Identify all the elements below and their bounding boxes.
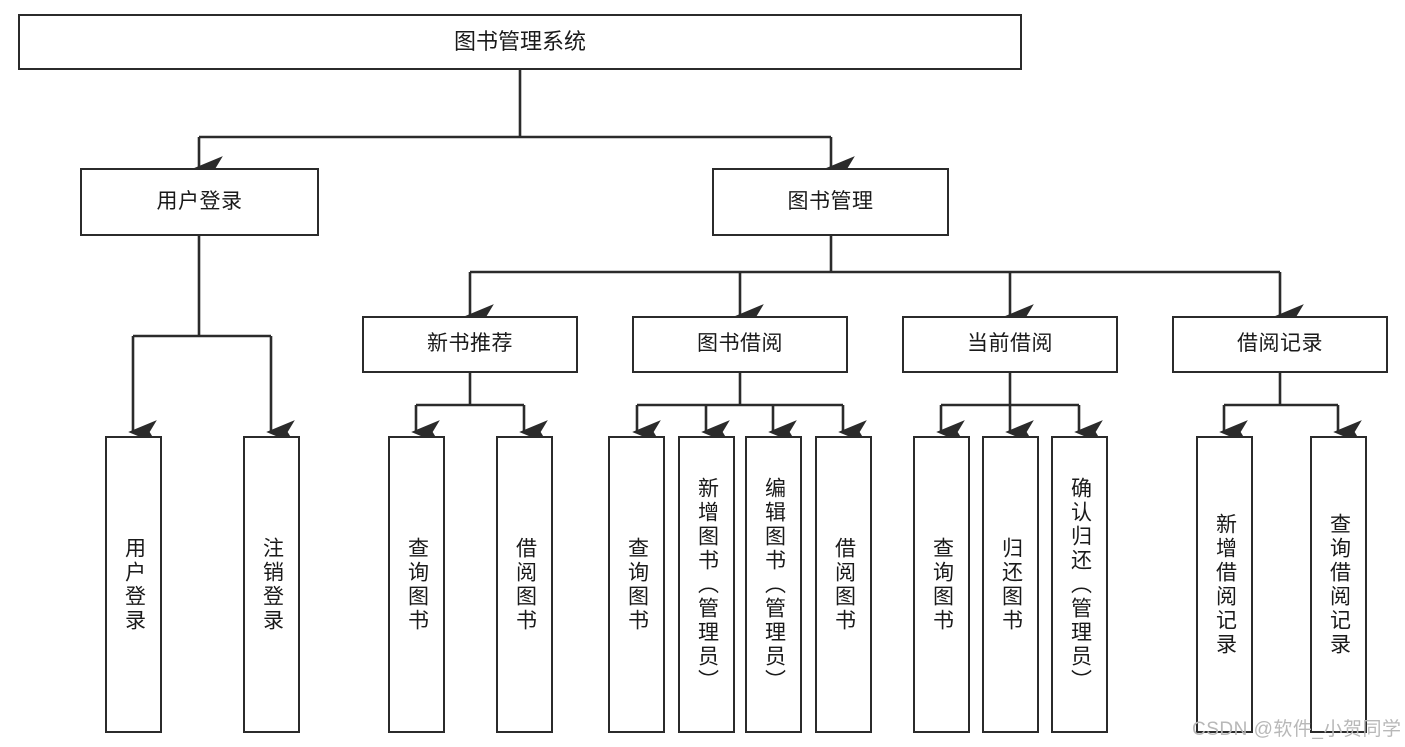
node-label: 归还图书 [999,536,1023,633]
node-user-login[interactable]: 用户登录 [80,168,319,236]
node-label: 借阅图书 [832,536,856,633]
node-label: 图书借阅 [697,332,783,356]
node-label: 新书推荐 [427,332,513,356]
node-book-management[interactable]: 图书管理 [712,168,949,236]
node-label: 用户登录 [156,189,243,213]
node-label: 借阅图书 [513,536,537,633]
node-label: 用户登录 [122,536,146,633]
node-label: 查询图书 [625,536,649,633]
node-label: 借阅记录 [1237,332,1323,356]
node-label: 查询借阅记录 [1327,512,1351,657]
leaf-book-borrow-borrow-book[interactable]: 借阅图书 [815,436,872,733]
leaf-current-borrow-query-book[interactable]: 查询图书 [913,436,970,733]
csdn-watermark: CSDN @软件_小贺同学 [1192,719,1402,740]
node-label: 编辑图书（管理员） [762,476,786,693]
node-new-book-recommend[interactable]: 新书推荐 [362,316,578,373]
leaf-book-borrow-query-book[interactable]: 查询图书 [608,436,665,733]
leaf-current-borrow-return-book[interactable]: 归还图书 [982,436,1039,733]
node-book-borrow[interactable]: 图书借阅 [632,316,848,373]
node-label: 确认归还（管理员） [1068,476,1092,693]
leaf-user-login-logout[interactable]: 注销登录 [243,436,300,733]
leaf-new-book-query-book[interactable]: 查询图书 [388,436,445,733]
node-label: 图书管理系统 [453,29,586,55]
leaf-user-login-login[interactable]: 用户登录 [105,436,162,733]
node-root-book-management-system[interactable]: 图书管理系统 [18,14,1022,70]
leaf-new-book-borrow-book[interactable]: 借阅图书 [496,436,553,733]
node-label: 新增借阅记录 [1213,512,1237,657]
leaf-book-borrow-edit-book-admin[interactable]: 编辑图书（管理员） [745,436,802,733]
leaf-current-borrow-confirm-return-admin[interactable]: 确认归还（管理员） [1051,436,1108,733]
node-label: 查询图书 [930,536,954,633]
leaf-borrow-record-add-record[interactable]: 新增借阅记录 [1196,436,1253,733]
node-borrow-record[interactable]: 借阅记录 [1172,316,1388,373]
leaf-borrow-record-query-record[interactable]: 查询借阅记录 [1310,436,1367,733]
node-label: 当前借阅 [967,332,1053,356]
node-label: 新增图书（管理员） [695,476,719,693]
node-label: 图书管理 [787,189,874,213]
node-label: 注销登录 [260,536,284,633]
node-label: 查询图书 [405,536,429,633]
leaf-book-borrow-add-book-admin[interactable]: 新增图书（管理员） [678,436,735,733]
node-current-borrow[interactable]: 当前借阅 [902,316,1118,373]
